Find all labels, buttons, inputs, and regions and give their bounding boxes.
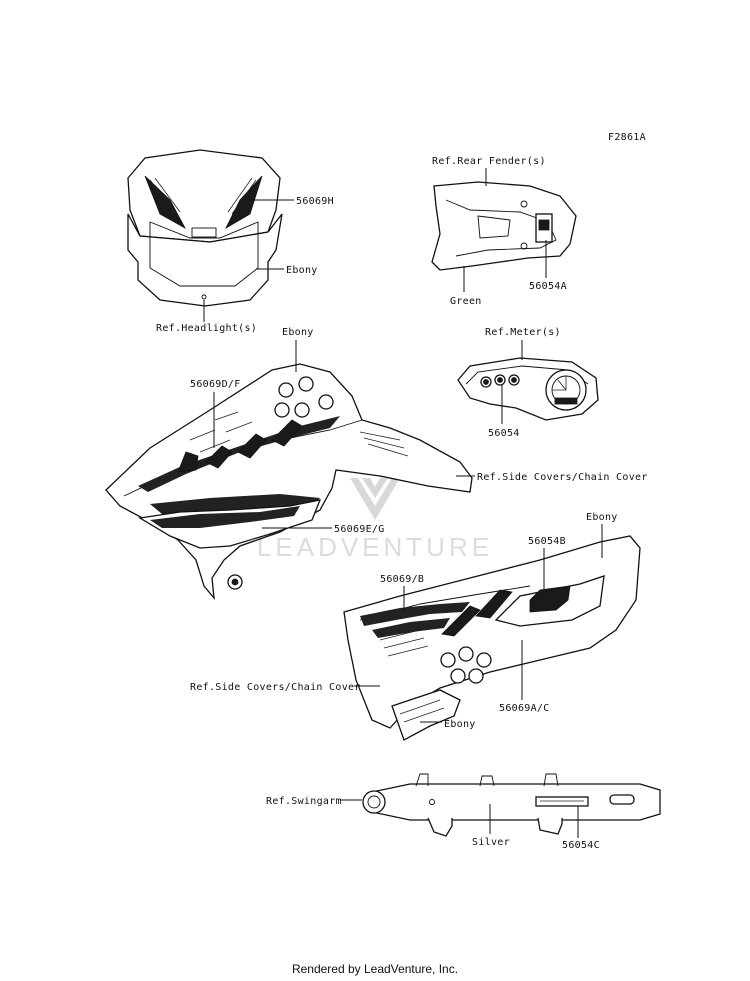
label-ref-side-covers-2: Ref.Side Covers/Chain Cover [190,682,361,693]
label-56069H: 56069H [296,196,334,207]
label-ref-rear-fender: Ref.Rear Fender(s) [432,156,546,167]
label-56054A: 56054A [529,281,567,292]
side-cover-part [343,535,641,741]
label-ebony-shroud: Ebony [282,327,314,338]
leadventure-watermark-logo: LEADVENTURE [257,478,493,562]
label-ref-swingarm: Ref.Swingarm [266,796,342,807]
label-ebony-lower: Ebony [444,719,476,730]
label-56054: 56054 [488,428,520,439]
footer-credit: Rendered by LeadVenture, Inc. [291,962,459,976]
radiator-shroud-part [105,363,473,601]
label-56054C: 56054C [562,840,600,851]
headlight-cowl-part [127,149,283,307]
label-ebony-headlight: Ebony [286,265,318,276]
label-ref-meter: Ref.Meter(s) [485,327,561,338]
figure-code: F2861A [608,132,646,143]
label-ref-side-covers-1: Ref.Side Covers/Chain Cover [477,472,648,483]
label-56069DF: 56069D/F [190,379,241,390]
label-ref-headlight: Ref.Headlight(s) [156,323,257,334]
label-silver: Silver [472,837,510,848]
swingarm-part [362,773,661,837]
label-green: Green [450,296,482,307]
label-56069B: 56069/B [380,574,424,585]
label-56069AC: 56069A/C [499,703,550,714]
label-ebony-sidecover: Ebony [586,512,618,523]
rear-fender-part [431,181,577,271]
label-56054B: 56054B [528,536,566,547]
watermark-text: LEADVENTURE [257,532,493,562]
label-56069EG: 56069E/G [334,524,385,535]
meter-part [457,357,599,421]
